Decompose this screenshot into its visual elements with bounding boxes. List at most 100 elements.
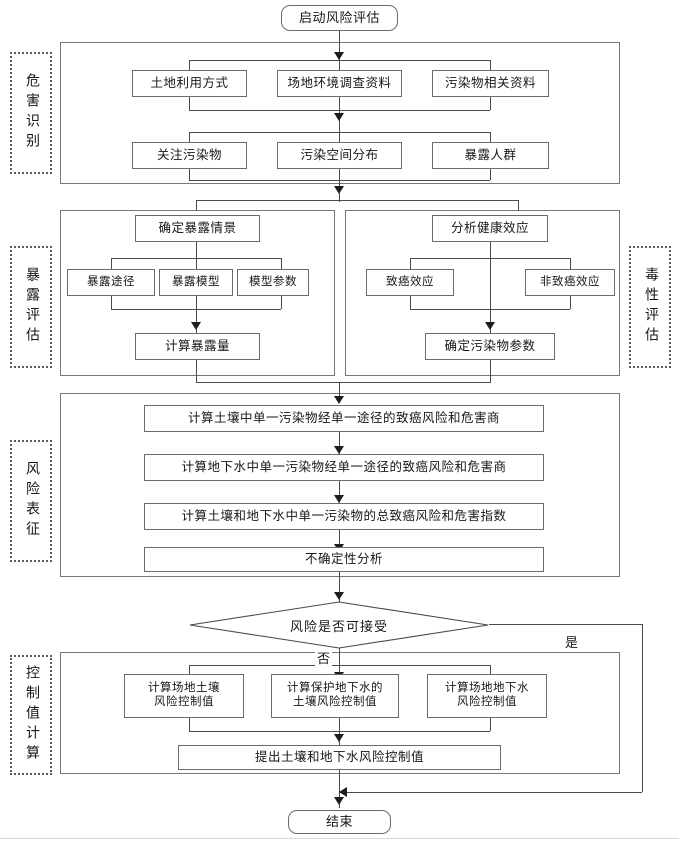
node-contaminant-data-label: 污染物相关资料: [444, 76, 536, 91]
bracket-hazard-row1-bottom-right: [490, 97, 491, 110]
bracket-toxicity-top: [410, 258, 570, 259]
decision-yes-label: 是: [563, 632, 581, 651]
node-site-soil-control-value[interactable]: 计算场地土壤 风险控制值: [124, 674, 244, 718]
stage-hazard-identification: 危害识别: [10, 52, 52, 174]
node-target-contaminants[interactable]: 关注污染物: [132, 142, 247, 169]
stage-toxicity-assessment: 毒性评估: [629, 246, 671, 368]
arrow-control-to-result: [334, 734, 344, 742]
node-model-parameters-label: 模型参数: [249, 275, 297, 288]
stage-exposure-assessment-label: 暴露评估: [24, 267, 39, 347]
decision-no-label: 否: [315, 648, 333, 667]
arrow-hazard-row1-to-row2: [334, 113, 344, 121]
node-contamination-distribution-label: 污染空间分布: [300, 148, 379, 163]
fork-exposure-toxicity: [196, 200, 518, 201]
arrow-hazard-to-fork: [334, 186, 344, 194]
stage-risk-characterization: 风险表征: [10, 440, 52, 562]
node-land-use[interactable]: 土地利用方式: [132, 70, 247, 97]
node-contamination-distribution[interactable]: 污染空间分布: [277, 142, 402, 169]
node-soil-single-pathway-risk-label: 计算土壤中单一污染物经单一途径的致癌风险和危害商: [187, 411, 500, 426]
node-end[interactable]: 结束: [288, 810, 391, 834]
node-contaminant-data[interactable]: 污染物相关资料: [432, 70, 549, 97]
stage-control-value-calculation: 控制值计算: [10, 655, 52, 775]
bracket-exposure-bottom-left: [111, 296, 112, 309]
bracket-toxicity-bottom: [410, 309, 570, 310]
arrow-start-to-hazard: [334, 52, 344, 60]
node-proposed-control-values[interactable]: 提出土壤和地下水风险控制值: [178, 745, 501, 770]
connector-risk-step2-step3: [339, 481, 340, 503]
stage-risk-characterization-label: 风险表征: [24, 461, 39, 541]
node-end-label: 结束: [325, 814, 353, 830]
bracket-hazard-row2-top: [189, 132, 490, 133]
node-model-parameters[interactable]: 模型参数: [237, 269, 309, 296]
node-start[interactable]: 启动风险评估: [281, 5, 398, 31]
bracket-control-top-right: [490, 665, 491, 678]
bracket-hazard-row2-bottom-right: [490, 169, 491, 180]
bracket-control-bottom-right: [490, 718, 491, 731]
node-noncarcinogenic-effect-label: 非致癌效应: [540, 275, 600, 288]
node-target-contaminants-label: 关注污染物: [156, 148, 222, 163]
node-determine-contaminant-params[interactable]: 确定污染物参数: [425, 333, 555, 360]
bracket-exposure-top: [111, 258, 281, 259]
connector-hazard-spine: [339, 56, 340, 188]
node-exposure-pathway-label: 暴露途径: [87, 275, 135, 288]
node-analyze-health-effects-label: 分析健康效应: [450, 221, 529, 236]
arrow-exposure-to-result: [191, 322, 201, 330]
stage-exposure-assessment: 暴露评估: [10, 246, 52, 368]
node-site-soil-control-value-line2: 风险控制值: [154, 696, 214, 708]
arrow-risk-step1-step2: [334, 446, 344, 454]
decision-risk-acceptable[interactable]: 风险是否可接受: [189, 601, 489, 649]
merge-exposure-leg: [196, 360, 197, 382]
node-exposed-population[interactable]: 暴露人群: [432, 142, 549, 169]
node-define-exposure-scenario-label: 确定暴露情景: [158, 221, 237, 236]
node-exposure-model[interactable]: 暴露模型: [159, 269, 233, 296]
decision-risk-acceptable-label: 风险是否可接受: [289, 618, 388, 634]
bracket-control-bottom-left: [189, 718, 190, 731]
node-uncertainty-analysis[interactable]: 不确定性分析: [144, 547, 544, 572]
bracket-hazard-row2-bottom-left: [189, 169, 190, 180]
node-groundwater-single-pathway-risk-label: 计算地下水中单一污染物经单一途径的致癌风险和危害商: [181, 460, 507, 475]
node-carcinogenic-effect[interactable]: 致癌效应: [366, 269, 454, 296]
arrow-risk-step2-step3: [334, 495, 344, 503]
node-exposure-model-label: 暴露模型: [172, 275, 220, 288]
node-total-risk-hazard-index-label: 计算土壤和地下水中单一污染物的总致癌风险和危害指数: [181, 509, 507, 524]
node-site-groundwater-control-value-line1: 计算场地地下水: [445, 682, 529, 695]
node-site-survey-data[interactable]: 场地环境调查资料: [277, 70, 402, 97]
merge-exposure-toxicity: [196, 382, 491, 383]
node-site-groundwater-control-value[interactable]: 计算场地地下水 风险控制值: [427, 674, 547, 718]
bracket-exposure-bottom: [111, 309, 281, 310]
connector-decision-yes-return: [339, 792, 642, 793]
bracket-hazard-row1-top-right: [490, 60, 491, 73]
bracket-hazard-row2-bottom: [189, 180, 490, 181]
connector-toxicity-spine: [490, 242, 491, 336]
connector-merge-to-risk: [339, 382, 340, 402]
bracket-exposure-top-left: [111, 258, 112, 272]
arrow-risk-to-decision: [334, 592, 344, 600]
bracket-toxicity-bottom-left: [410, 296, 411, 309]
node-define-exposure-scenario[interactable]: 确定暴露情景: [135, 215, 260, 242]
node-site-soil-control-value-line1: 计算场地土壤: [148, 682, 220, 695]
connector-decision-yes-vertical: [642, 624, 643, 792]
node-analyze-health-effects[interactable]: 分析健康效应: [432, 215, 548, 242]
node-groundwater-single-pathway-risk[interactable]: 计算地下水中单一污染物经单一途径的致癌风险和危害商: [144, 454, 544, 481]
bracket-exposure-bottom-right: [281, 296, 282, 309]
node-site-groundwater-control-value-line2: 风险控制值: [457, 696, 517, 708]
stage-toxicity-assessment-label: 毒性评估: [643, 267, 658, 347]
node-total-risk-hazard-index[interactable]: 计算土壤和地下水中单一污染物的总致癌风险和危害指数: [144, 503, 544, 530]
connector-decision-yes-horizontal: [489, 624, 642, 625]
bracket-control-top-left: [189, 665, 190, 678]
bracket-toxicity-top-left: [410, 258, 411, 272]
connector-risk-step1-step2: [339, 432, 340, 454]
bracket-exposure-top-right: [281, 258, 282, 272]
node-proposed-control-values-label: 提出土壤和地下水风险控制值: [254, 750, 424, 765]
node-groundwater-protection-soil-control-value[interactable]: 计算保护地下水的 土壤风险控制值: [271, 674, 399, 718]
node-exposure-pathway[interactable]: 暴露途径: [67, 269, 155, 296]
node-determine-contaminant-params-label: 确定污染物参数: [444, 339, 536, 354]
stage-control-value-calculation-label: 控制值计算: [24, 665, 39, 765]
node-soil-single-pathway-risk[interactable]: 计算土壤中单一污染物经单一途径的致癌风险和危害商: [144, 405, 544, 432]
arrow-toxicity-to-result: [485, 322, 495, 330]
node-groundwater-protection-soil-control-value-line1: 计算保护地下水的: [287, 682, 383, 695]
stage-hazard-identification-label: 危害识别: [24, 73, 39, 153]
node-calculate-exposure[interactable]: 计算暴露量: [135, 333, 260, 360]
connector-risk-step3-step4: [339, 530, 340, 552]
node-noncarcinogenic-effect[interactable]: 非致癌效应: [525, 269, 615, 296]
